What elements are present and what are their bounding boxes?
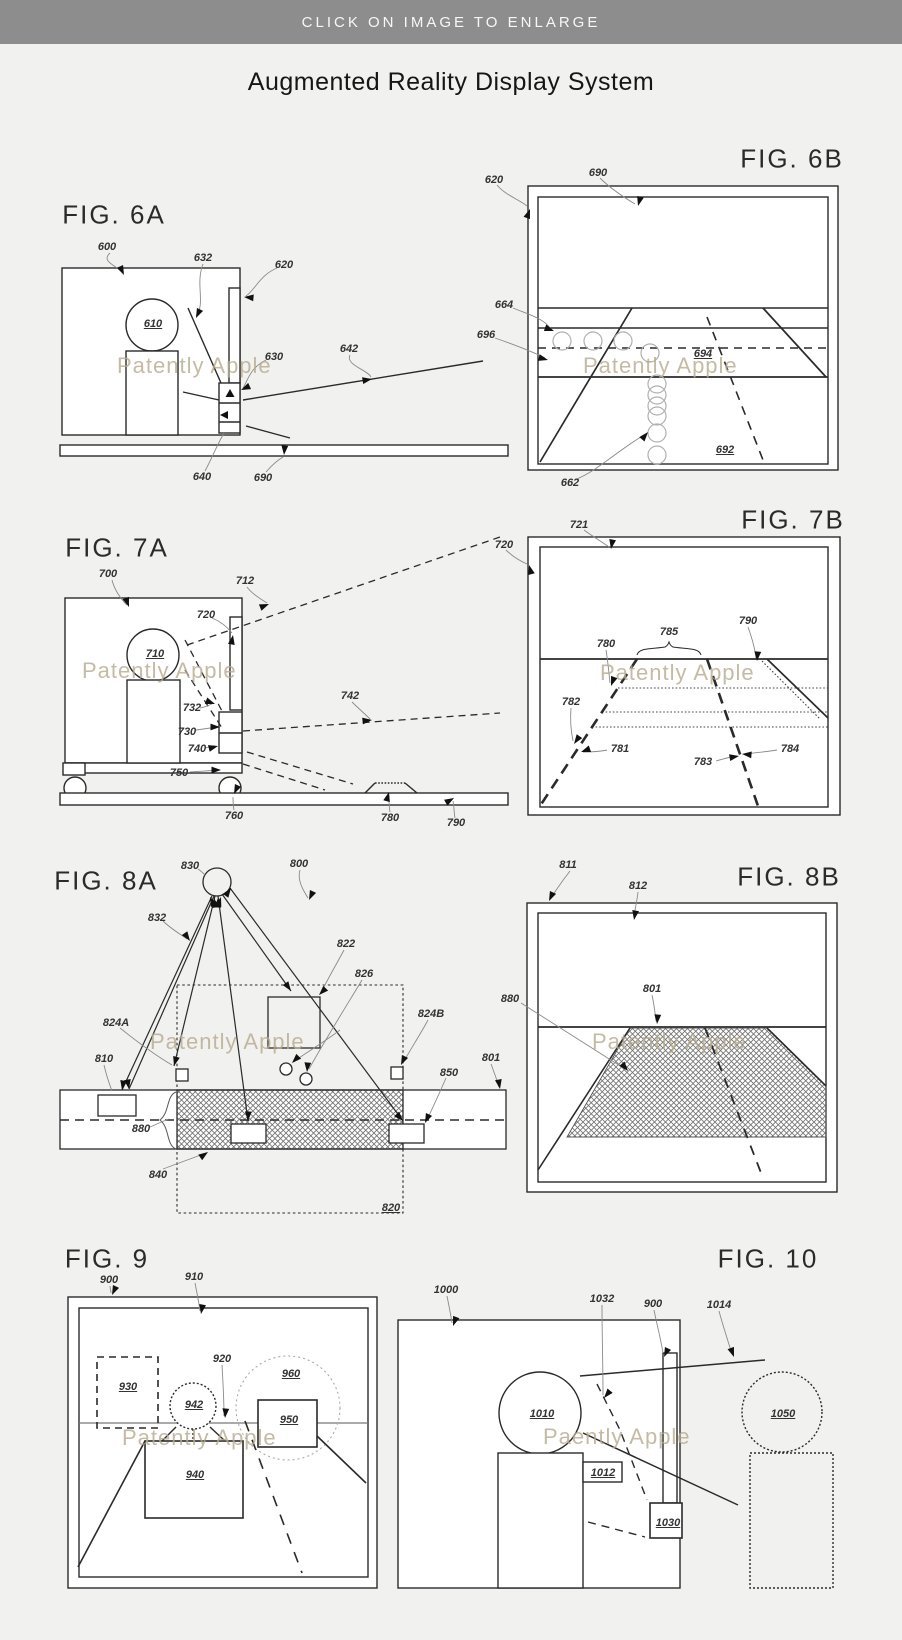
- fig-10-drawing: [397, 1319, 834, 1589]
- fig-7a-drawing: [59, 536, 509, 806]
- ref-label-7A-710: 710: [145, 648, 165, 660]
- figure-title-7A: FIG. 7A: [65, 532, 169, 563]
- watermark-2: Patently Apple: [583, 353, 738, 378]
- fig-6b-drawing: [527, 185, 839, 471]
- ref-label-7B-783: 783: [693, 756, 713, 768]
- fig-7b-drawing: [527, 536, 841, 816]
- ref-label-8B-811: 811: [559, 859, 577, 871]
- ref-label-8A-880: 880: [131, 1123, 151, 1135]
- figure-title-7B: FIG. 7B: [741, 504, 845, 535]
- ref-label-8A-822: 822: [336, 938, 356, 950]
- ref-label-9-960: 960: [281, 1368, 301, 1380]
- ref-label-6B-694: 694: [693, 348, 713, 360]
- ref-label-9-900: 900: [99, 1274, 119, 1286]
- ref-label-6A-620: 620: [274, 259, 294, 271]
- ref-label-10-1010: 1010: [529, 1408, 555, 1420]
- ref-label-7A-750: 750: [169, 767, 189, 779]
- ref-label-10-1014: 1014: [706, 1299, 732, 1311]
- ref-label-9-940: 940: [185, 1469, 205, 1481]
- watermark-4: Patently Apple: [600, 660, 755, 685]
- figure-title-6A: FIG. 6A: [62, 199, 166, 230]
- ref-label-7B-790: 790: [738, 615, 758, 627]
- ref-label-7A-780: 780: [380, 812, 400, 824]
- ref-label-10-1030: 1030: [655, 1517, 681, 1529]
- watermark-7: Patently Apple: [122, 1425, 277, 1450]
- ref-label-8A-820: 820: [381, 1202, 401, 1214]
- ref-label-7A-742: 742: [340, 690, 360, 702]
- ref-label-7A-720: 720: [196, 609, 216, 621]
- watermark-3: Patently Apple: [82, 658, 237, 683]
- ref-label-9-910: 910: [184, 1271, 204, 1283]
- watermark-8: Paently Apple: [543, 1424, 691, 1449]
- fig-9-drawing: [67, 1296, 378, 1589]
- ref-label-7A-740: 740: [187, 743, 207, 755]
- ref-label-9-950: 950: [279, 1414, 299, 1426]
- ref-label-7B-721: 721: [569, 519, 589, 531]
- page-title: Augmented Reality Display System: [247, 68, 655, 96]
- ref-label-6A-632: 632: [193, 252, 213, 264]
- figure-title-6B: FIG. 6B: [740, 143, 844, 174]
- ref-label-7B-781: 781: [610, 743, 630, 755]
- ref-label-7A-790: 790: [446, 817, 466, 829]
- ref-label-7B-720: 720: [494, 539, 514, 551]
- ref-label-9-920: 920: [212, 1353, 232, 1365]
- ref-label-7A-712: 712: [235, 575, 255, 587]
- ref-label-8A-824B: 824B: [417, 1008, 445, 1020]
- ref-label-6A-630: 630: [264, 351, 284, 363]
- ref-label-6B-620: 620: [484, 174, 504, 186]
- ref-label-8B-880: 880: [500, 993, 520, 1005]
- ref-label-7B-784: 784: [780, 743, 800, 755]
- figure-title-9: FIG. 9: [64, 1243, 150, 1274]
- ref-label-10-1000: 1000: [433, 1284, 459, 1296]
- ref-label-6B-690: 690: [588, 167, 608, 179]
- ref-label-7B-785: 785: [659, 626, 679, 638]
- ref-label-6A-610: 610: [143, 318, 163, 330]
- enlarge-banner: CLICK ON IMAGE TO ENLARGE: [0, 0, 902, 44]
- ref-label-7B-780: 780: [596, 638, 616, 650]
- ref-label-8A-826: 826: [354, 968, 374, 980]
- ref-label-8A-800: 800: [289, 858, 309, 870]
- ref-label-8A-830: 830: [180, 860, 200, 872]
- ref-label-8A-801: 801: [481, 1052, 501, 1064]
- ref-label-7A-732: 732: [182, 702, 202, 714]
- figure-title-8A: FIG. 8A: [54, 865, 158, 896]
- ref-label-10-1050: 1050: [770, 1408, 796, 1420]
- watermark-6: Patently Apple: [592, 1029, 747, 1054]
- figure-title-10: FIG. 10: [717, 1243, 819, 1274]
- ref-label-9-930: 930: [118, 1381, 138, 1393]
- fig-6b-ghost-dots: [552, 331, 667, 465]
- ref-label-10-1032: 1032: [589, 1293, 615, 1305]
- ref-label-7A-760: 760: [224, 810, 244, 822]
- ref-label-8B-812: 812: [628, 880, 648, 892]
- ref-label-6A-640: 640: [192, 471, 212, 483]
- ref-label-6B-692: 692: [715, 444, 735, 456]
- ref-label-7A-730: 730: [177, 726, 197, 738]
- ref-label-6B-662: 662: [560, 477, 580, 489]
- ref-label-10-900: 900: [643, 1298, 663, 1310]
- ref-label-6A-690: 690: [253, 472, 273, 484]
- ref-label-8A-832: 832: [147, 912, 167, 924]
- enlarge-banner-text: CLICK ON IMAGE TO ENLARGE: [301, 13, 601, 31]
- watermark-5: Patently Apple: [150, 1029, 305, 1054]
- watermark-1: Patently Apple: [117, 353, 272, 378]
- ref-label-8A-850: 850: [439, 1067, 459, 1079]
- ref-label-8A-810: 810: [94, 1053, 114, 1065]
- ref-label-8A-824A: 824A: [102, 1017, 130, 1029]
- ref-label-8A-840: 840: [148, 1169, 168, 1181]
- ref-label-8B-801: 801: [642, 983, 662, 995]
- ref-label-6A-642: 642: [339, 343, 359, 355]
- ref-label-7A-700: 700: [98, 568, 118, 580]
- fig-8b-drawing: [526, 902, 838, 1193]
- ref-label-9-942: 942: [184, 1399, 204, 1411]
- ref-label-6B-696: 696: [476, 329, 496, 341]
- figure-title-8B: FIG. 8B: [737, 861, 841, 892]
- ref-label-6B-664: 664: [494, 299, 514, 311]
- ref-label-6A-600: 600: [97, 241, 117, 253]
- fig-6a-leaders: [106, 252, 372, 473]
- fig-8a-drawing: [59, 867, 507, 1214]
- ref-label-10-1012: 1012: [590, 1467, 616, 1479]
- ref-label-7B-782: 782: [561, 696, 581, 708]
